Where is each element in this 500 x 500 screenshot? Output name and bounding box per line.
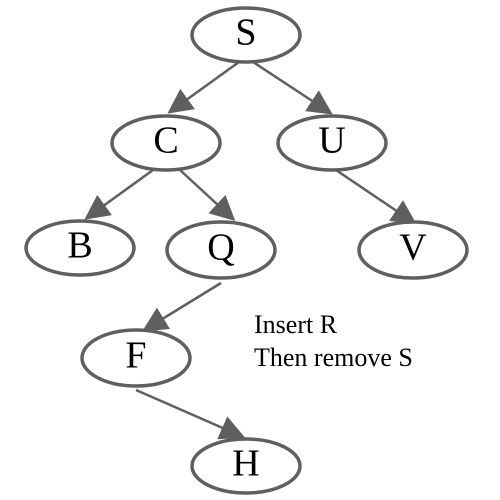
- edge-q-f: [142, 281, 222, 332]
- edge-s-u: [252, 60, 333, 115]
- edge-s-c: [167, 60, 240, 114]
- instruction-line-1: Insert R: [254, 310, 338, 339]
- node-b-label: B: [67, 225, 92, 267]
- node-f-shape: [80, 328, 192, 388]
- nodes-layer: S C U B Q V F H: [24, 6, 469, 495]
- node-b-shape: [24, 219, 136, 277]
- node-s-shape: [190, 6, 302, 64]
- node-q: Q: [165, 220, 277, 280]
- node-u-shape: [276, 114, 388, 172]
- edge-c-b: [84, 168, 154, 220]
- node-c-shape: [110, 114, 222, 172]
- node-u: U: [276, 114, 388, 172]
- node-b: B: [24, 219, 136, 277]
- edge-c-q: [179, 169, 236, 222]
- node-s-label: S: [235, 12, 256, 54]
- edge-f-h: [135, 388, 246, 440]
- node-c-label: C: [153, 120, 178, 162]
- node-h: H: [190, 437, 302, 495]
- node-h-label: H: [232, 443, 259, 485]
- node-c: C: [110, 114, 222, 172]
- node-q-shape: [165, 220, 277, 280]
- instruction-note: Insert R Then remove S: [254, 310, 413, 372]
- node-v: V: [357, 220, 469, 280]
- node-f-label: F: [125, 335, 146, 377]
- edges-layer: [84, 60, 417, 440]
- node-s: S: [190, 6, 302, 64]
- node-u-label: U: [318, 120, 345, 162]
- node-q-label: Q: [207, 227, 234, 269]
- node-v-label: V: [399, 227, 427, 269]
- node-v-shape: [357, 220, 469, 280]
- edge-u-v: [332, 166, 417, 225]
- node-f: F: [80, 328, 192, 388]
- instruction-line-2: Then remove S: [254, 343, 413, 372]
- node-h-shape: [190, 437, 302, 495]
